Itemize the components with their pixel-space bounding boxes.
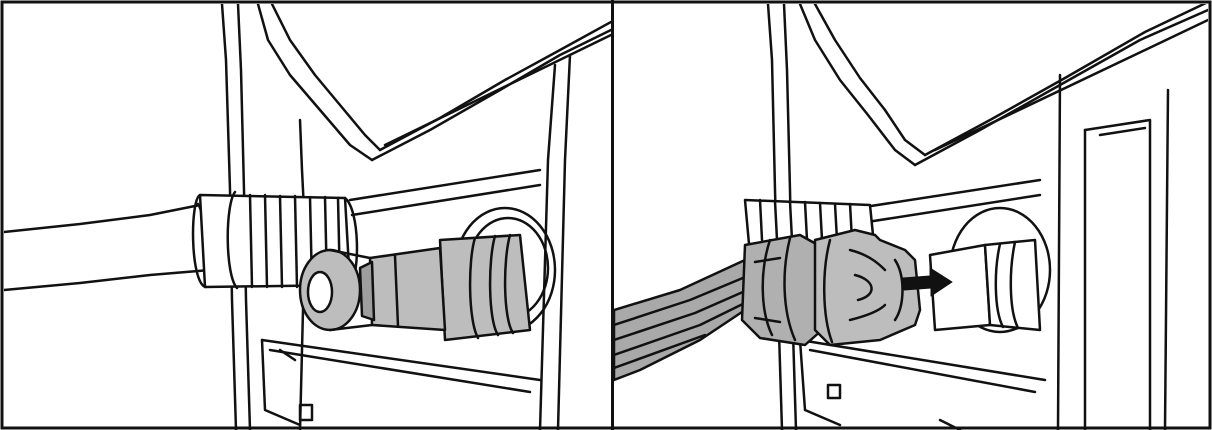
- garden-hose: [614, 258, 762, 382]
- push-arrow-icon: [902, 267, 953, 297]
- hose: [4, 202, 212, 292]
- adapter-tube: [928, 238, 1042, 332]
- left-panel: [4, 4, 611, 430]
- right-panel: [614, 4, 1208, 430]
- quick-connect-plug: [298, 233, 532, 342]
- hose-coupling: [740, 228, 922, 347]
